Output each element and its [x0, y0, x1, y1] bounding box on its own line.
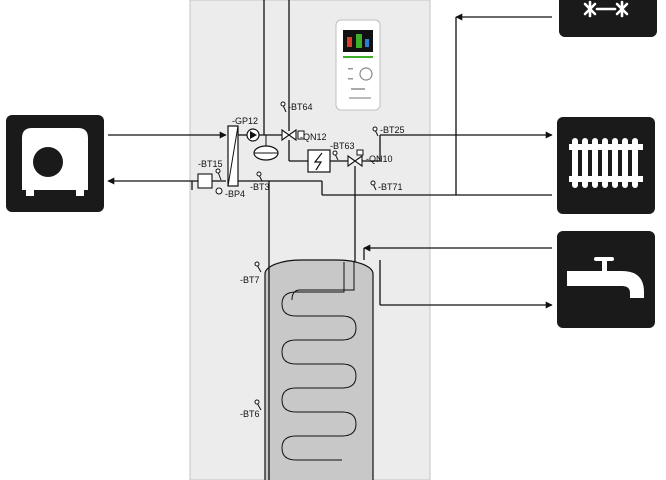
label-bt7: -BT7 — [240, 275, 260, 285]
water-tap-icon — [557, 231, 655, 328]
label-bt63: -BT63 — [330, 141, 355, 151]
piping — [107, 0, 553, 480]
label-bt6: -BT6 — [240, 409, 260, 419]
label-bt3: -BT3 — [250, 182, 270, 192]
hot-water-tank — [264, 259, 374, 480]
label-bt15: -BT15 — [198, 159, 223, 169]
sensor-probes — [215, 101, 379, 411]
snowflake-icon — [559, 0, 657, 37]
label-gp12: -GP12 — [232, 116, 258, 126]
control-display-icon — [335, 19, 381, 111]
outdoor-unit-icon — [6, 115, 104, 212]
label-bt71: -BT71 — [378, 182, 403, 192]
label-bt64: -BT64 — [288, 102, 313, 112]
label-bt25: -BT25 — [380, 125, 405, 135]
tank-coil — [281, 262, 357, 461]
label-bp4: -BP4 — [225, 189, 245, 199]
label-qn12: -QN12 — [300, 132, 327, 142]
label-qn10: -QN10 — [366, 154, 393, 164]
radiator-icon — [557, 117, 655, 214]
